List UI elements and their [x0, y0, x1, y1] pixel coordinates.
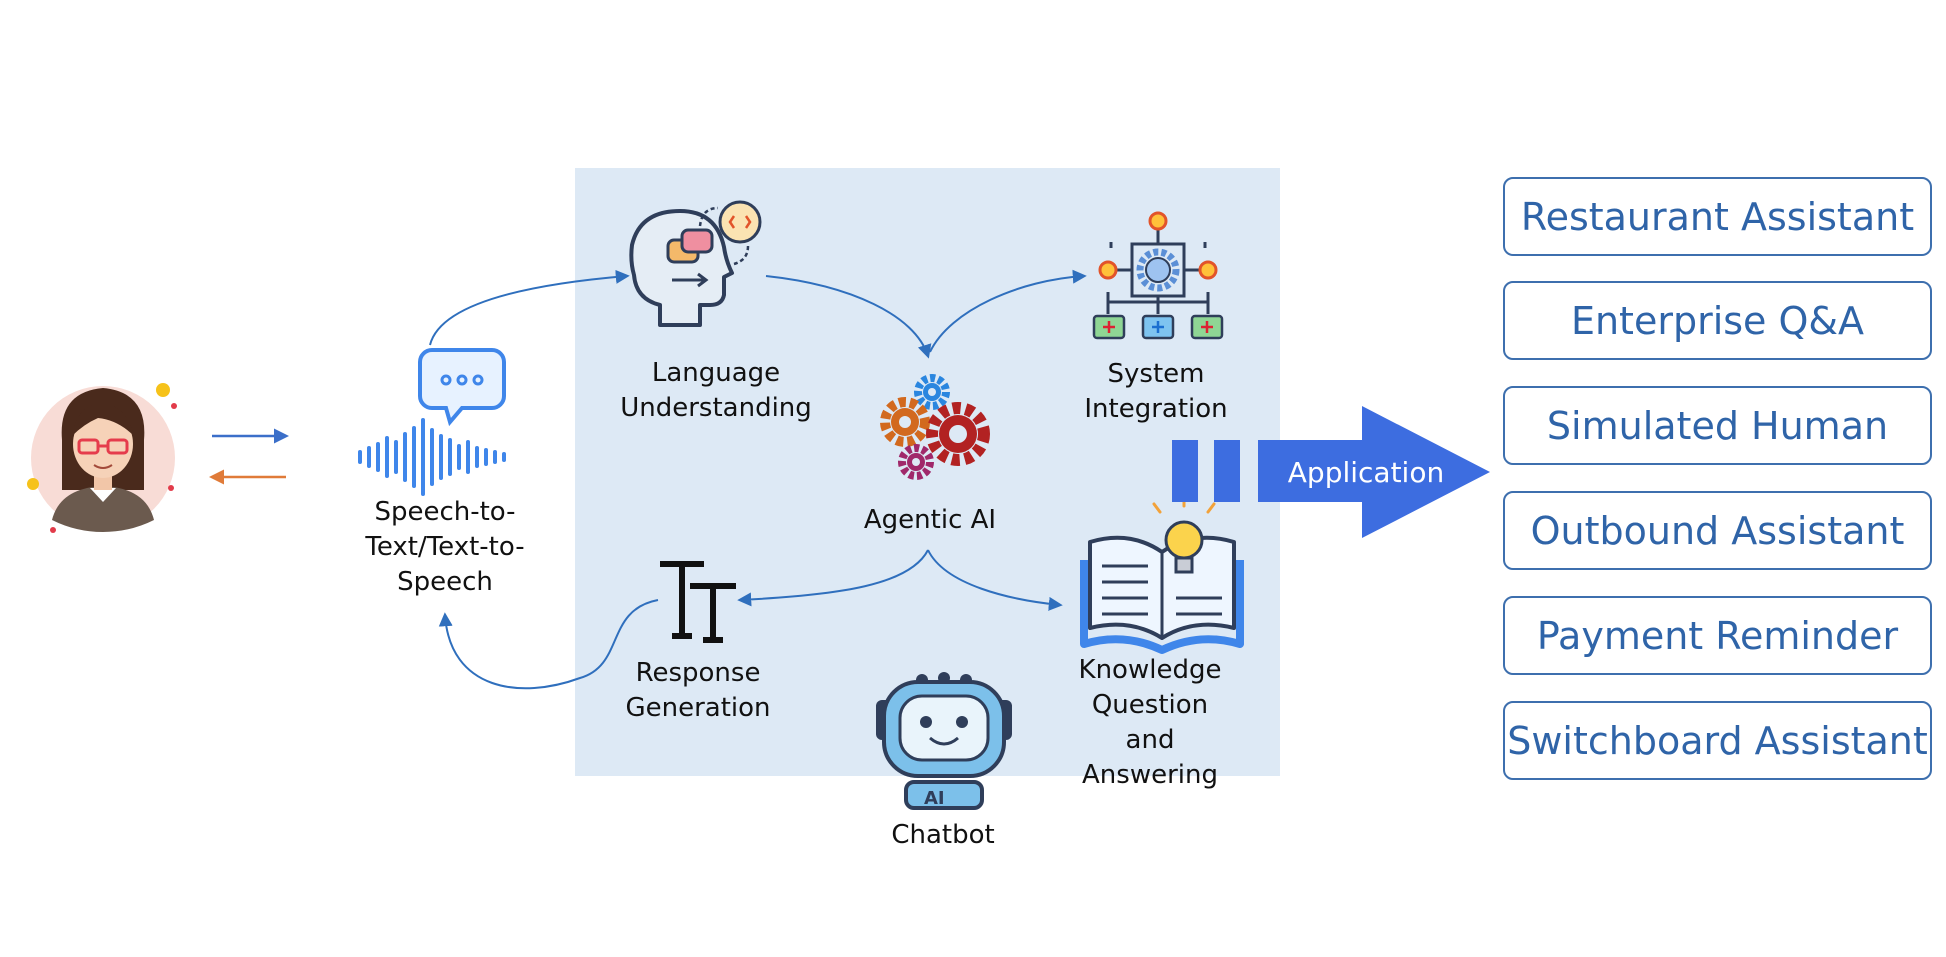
- speech-to-language-arrow: [429, 269, 630, 346]
- speech-label: Speech-to- Text/Text-to- Speech: [365, 497, 525, 597]
- typography-icon: [660, 561, 736, 643]
- application-item-outbound-assistant: Outbound Assistant: [1503, 491, 1932, 570]
- language-label: Language Understanding: [620, 358, 812, 423]
- agentic-to-system-arrow: [929, 269, 1087, 353]
- knowledge-label: Knowledge Question and Answering: [1078, 655, 1222, 790]
- head-brain-icon: [629, 200, 762, 327]
- agentic-to-knowledge-arrow: [927, 549, 1063, 611]
- application-item-simulated-human: Simulated Human: [1503, 386, 1932, 465]
- response-label: Response Generation: [625, 658, 771, 723]
- language-to-agentic-arrow: [765, 275, 932, 359]
- application-item-payment-reminder: Payment Reminder: [1503, 596, 1932, 675]
- system-label: System Integration: [1084, 359, 1228, 424]
- chat-waveform-icon: [358, 348, 506, 496]
- application-item-restaurant-assistant: Restaurant Assistant: [1503, 177, 1932, 256]
- agentic-to-response-arrow: [737, 549, 929, 607]
- application-item-enterprise-qa: Enterprise Q&A: [1503, 281, 1932, 360]
- response-to-speech-arrow: [438, 599, 659, 690]
- agentic-label: Agentic AI: [863, 505, 997, 535]
- robot-icon: AI: [876, 672, 1012, 810]
- svg-text:AI: AI: [924, 788, 945, 809]
- user-avatar-icon: [27, 383, 177, 533]
- gears-icon: [880, 374, 990, 480]
- open-book-bulb-icon: [1080, 494, 1244, 654]
- application-label: Application: [1287, 455, 1445, 489]
- application-arrow: [1172, 406, 1490, 538]
- application-item-switchboard-assistant: Switchboard Assistant: [1503, 701, 1932, 780]
- chatbot-label: Chatbot: [891, 820, 995, 850]
- network-gear-icon: [1092, 211, 1224, 340]
